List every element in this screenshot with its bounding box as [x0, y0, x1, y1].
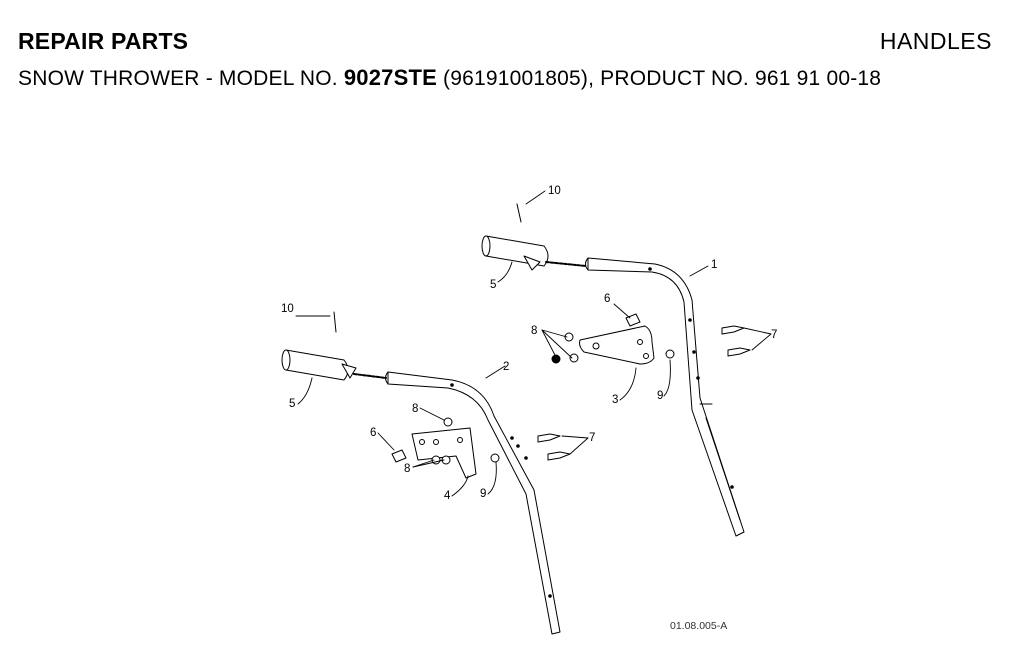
bracket-left: [411, 427, 477, 479]
bracket-right: [579, 325, 655, 365]
section-title: REPAIR PARTS: [18, 28, 189, 54]
callout-6-left: 6: [370, 427, 376, 439]
model-subtitle: SNOW THROWER - MODEL NO. 9027STE (961910…: [18, 65, 992, 91]
callout-4: 4: [444, 490, 451, 502]
subtitle-suffix: (96191001805), PRODUCT NO. 961 91 00-18: [436, 67, 882, 90]
callout-10-left: 10: [281, 303, 294, 315]
page-header: REPAIR PARTS HANDLES SNOW THROWER - MODE…: [18, 28, 992, 91]
model-number: 9027STE: [343, 65, 437, 90]
callout-5-right: 5: [490, 279, 496, 291]
callout-6-right: 6: [604, 293, 610, 305]
callout-8-left-bottom: 8: [404, 463, 410, 475]
callout-7-left: 7: [589, 432, 595, 444]
callout-8-left-top: 8: [412, 403, 418, 415]
header-row: REPAIR PARTS HANDLES: [18, 28, 992, 55]
subtitle-prefix: SNOW THROWER - MODEL NO.: [18, 67, 344, 90]
drawing-number: 01.08.005-A: [670, 620, 728, 632]
leader-lines: [295, 190, 772, 497]
callout-1: 1: [711, 259, 717, 271]
page-topic: HANDLES: [879, 28, 992, 54]
callout-9-left: 9: [480, 488, 486, 500]
callout-7-right: 7: [771, 329, 777, 341]
handle-right: [585, 257, 745, 537]
grip-right: [481, 235, 587, 271]
callout-2: 2: [503, 361, 509, 373]
grip-left: [281, 349, 387, 381]
hardware-right: [516, 203, 751, 364]
callout-5-left: 5: [289, 398, 295, 410]
callout-10-right: 10: [548, 185, 561, 197]
callout-9-right: 9: [657, 390, 663, 402]
callout-8-right: 8: [531, 325, 537, 337]
callout-3: 3: [612, 394, 618, 406]
